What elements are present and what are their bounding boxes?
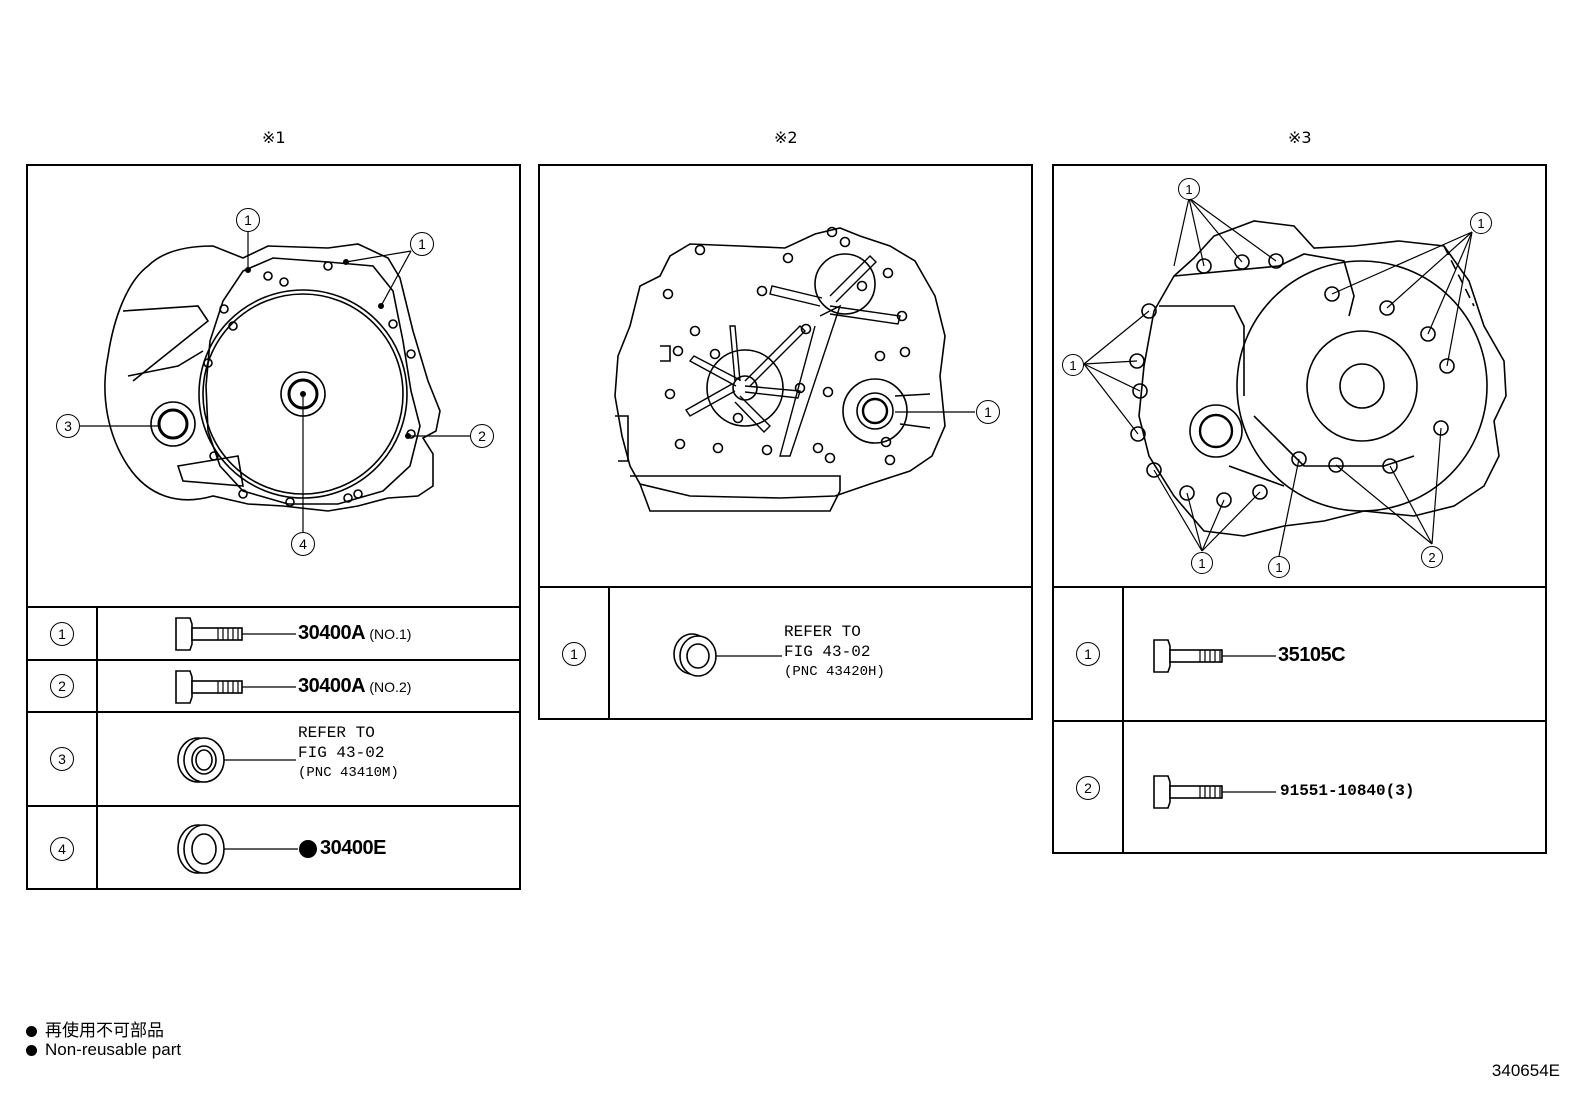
legend-jp-text: 再使用不可部品 xyxy=(45,1021,164,1041)
callout-3: 3 xyxy=(56,414,80,438)
oil-seal-icon xyxy=(177,737,296,783)
figure-code: 340654E xyxy=(1491,1061,1560,1080)
bolt-icon xyxy=(175,670,296,704)
parts-row: 4 30400E xyxy=(28,805,519,890)
pnc-reference: (PNC 43420H) xyxy=(784,664,885,680)
oil-seal-icon xyxy=(177,824,317,874)
row-number: 1 xyxy=(1076,642,1100,666)
callout-1: 1 xyxy=(410,232,434,256)
callout-1: 1 xyxy=(976,400,1000,424)
panel-1-label: ※1 xyxy=(262,128,286,147)
parts-row: 1 REFER TO FIG 43-02 (PNC 43420H) xyxy=(540,586,1031,720)
panel-3-label: ※3 xyxy=(1288,128,1312,147)
row-number: 1 xyxy=(50,621,74,646)
callout-1: 1 xyxy=(1470,212,1492,234)
row-number: 2 xyxy=(50,674,74,698)
part-note: (NO.1) xyxy=(369,626,412,642)
transaxle-housing-rear-view xyxy=(1083,197,1507,557)
bolt-icon xyxy=(1153,639,1276,673)
legend-en: Non-reusable part xyxy=(26,1040,181,1060)
part-number: 30400E xyxy=(320,837,386,859)
legend-en-text: Non-reusable part xyxy=(45,1040,182,1059)
panel-2: 1 1 REFER TO FIG 43-02 (PNC 43420H) xyxy=(538,164,1033,720)
figure-reference: FIG 43-02 xyxy=(784,643,871,661)
callout-1: 1 xyxy=(236,208,260,232)
callout-2: 2 xyxy=(470,424,494,448)
non-reusable-dot-icon xyxy=(26,1026,37,1038)
callout-1: 1 xyxy=(1062,354,1084,376)
callout-4: 4 xyxy=(291,532,315,556)
non-reusable-mark xyxy=(299,840,317,858)
row-number: 3 xyxy=(50,747,74,771)
oil-seal-icon xyxy=(673,633,782,677)
part-number: 91551-10840(3) xyxy=(1280,782,1415,800)
panel-2-label: ※2 xyxy=(774,128,798,147)
parts-row: 1 30400A (NO.1) xyxy=(28,606,519,659)
part-number: 30400A xyxy=(298,622,365,644)
panel-3: 1 1 1 1 1 2 1 35105C 2 91551-10840(3) xyxy=(1052,164,1547,854)
part-number: 35105C xyxy=(1278,644,1346,666)
panel-1: 1 1 2 3 4 1 30400A (NO.1) 2 30400A (NO.2… xyxy=(26,164,521,890)
parts-row: 2 91551-10840(3) xyxy=(1054,720,1545,854)
figure-reference: FIG 43-02 xyxy=(298,744,385,762)
row-number: 1 xyxy=(562,642,586,666)
transaxle-housing-front-view xyxy=(80,231,471,534)
row-number: 4 xyxy=(50,836,74,861)
refer-text: REFER TO xyxy=(784,623,861,641)
transaxle-housing-side-view xyxy=(614,226,975,512)
bolt-icon xyxy=(175,617,296,651)
callout-1: 1 xyxy=(1191,552,1213,574)
callout-2: 2 xyxy=(1421,546,1443,568)
row-number: 2 xyxy=(1076,776,1100,800)
part-note: (NO.2) xyxy=(369,679,412,695)
parts-row: 2 30400A (NO.2) xyxy=(28,659,519,711)
callout-1: 1 xyxy=(1268,556,1290,578)
pnc-reference: (PNC 43410M) xyxy=(298,765,399,781)
part-number: 30400A xyxy=(298,675,365,697)
callout-1: 1 xyxy=(1178,178,1200,200)
refer-text: REFER TO xyxy=(298,724,375,742)
non-reusable-dot-icon xyxy=(26,1045,37,1057)
bolt-icon xyxy=(1153,775,1276,809)
parts-row: 3 REFER TO FIG 43-02 (PNC 43410M) xyxy=(28,711,519,805)
legend-jp: 再使用不可部品 xyxy=(26,1016,164,1041)
parts-row: 1 35105C xyxy=(1054,586,1545,720)
